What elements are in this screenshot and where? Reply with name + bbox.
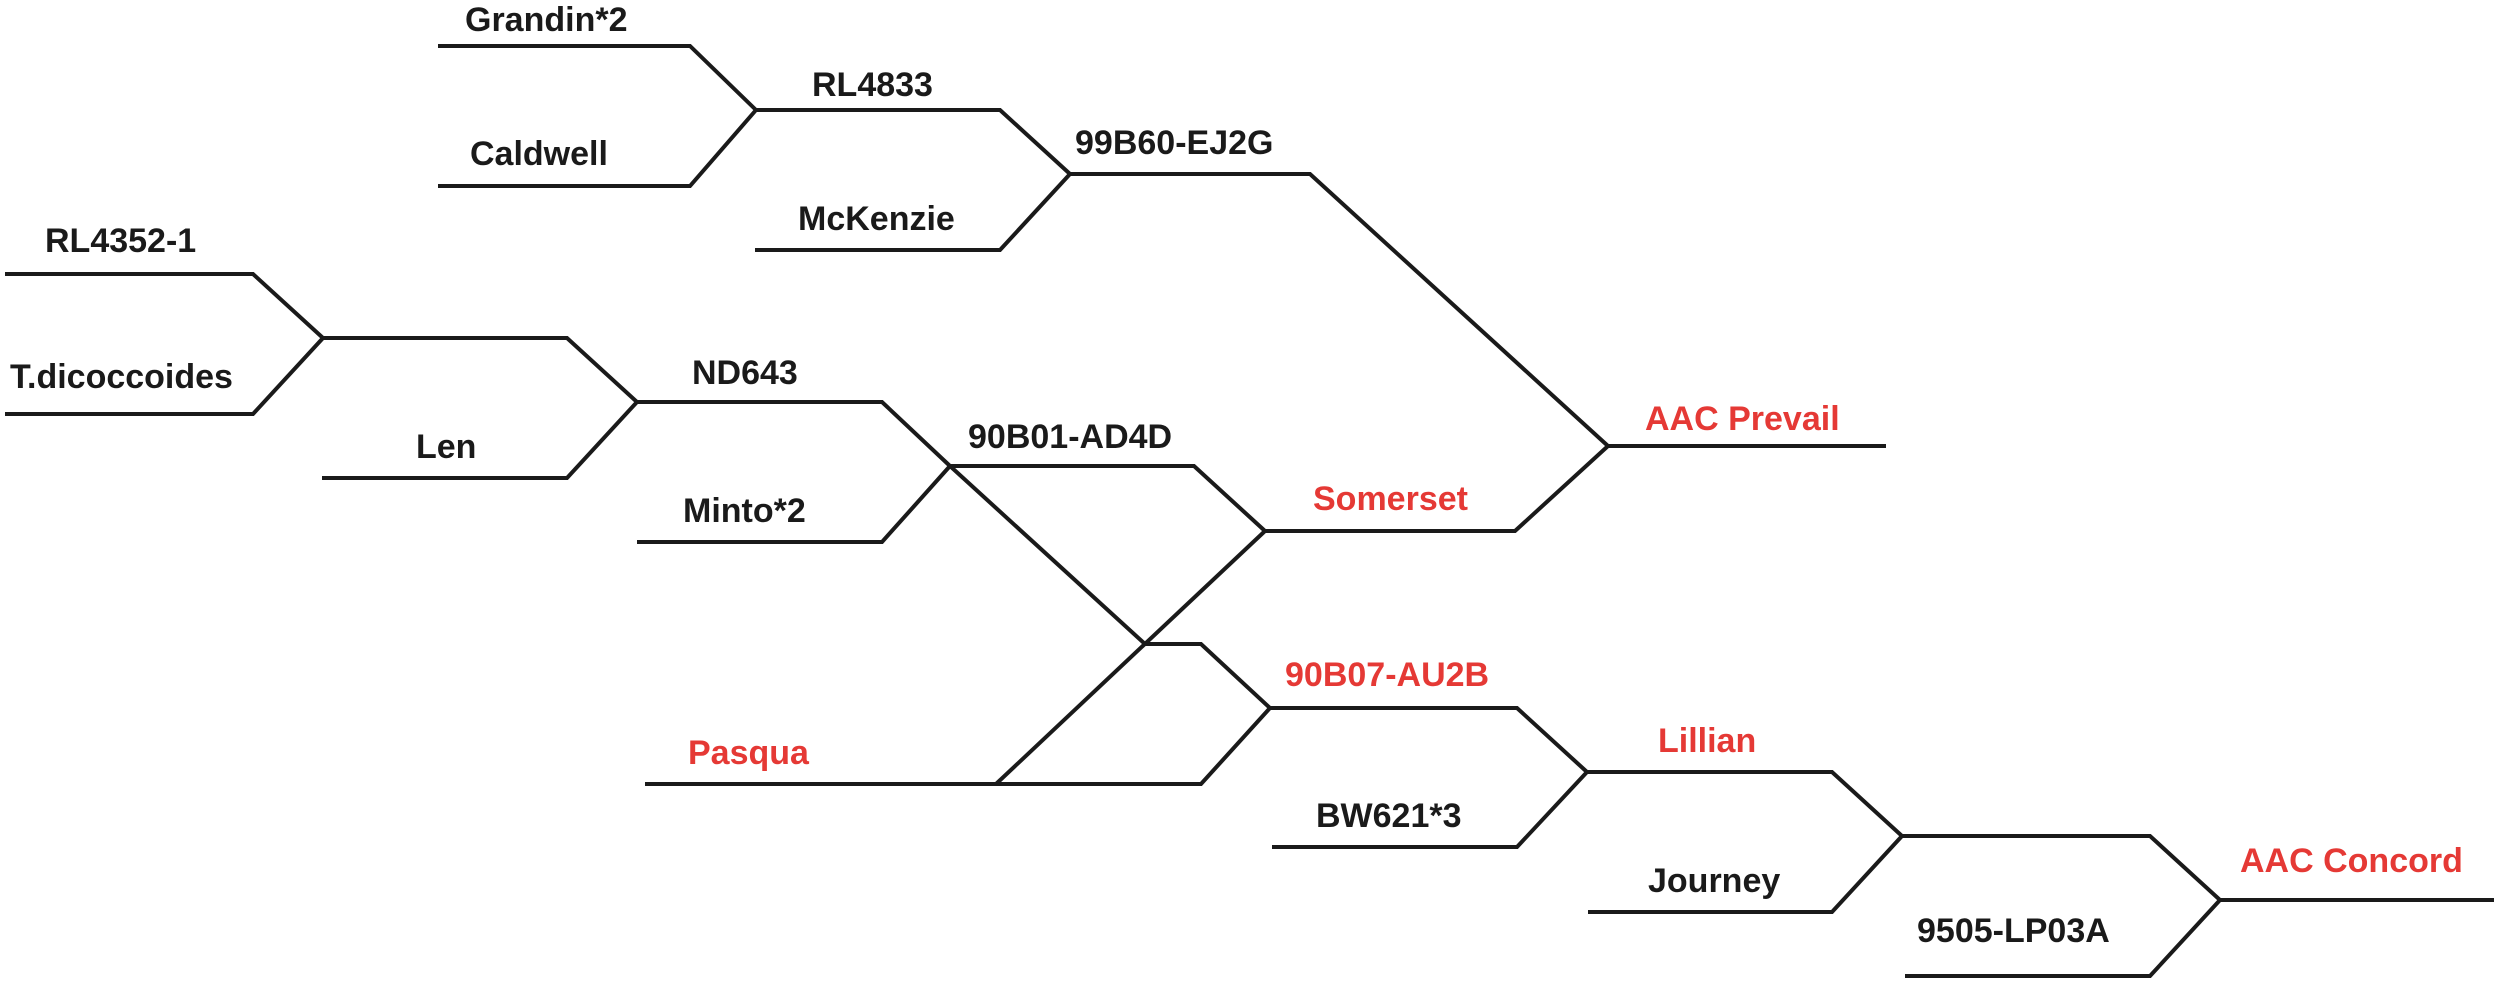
connector-journey bbox=[1588, 834, 1904, 914]
label-rl4352: RL4352-1 bbox=[45, 222, 196, 260]
connector-pasqua bbox=[645, 706, 1272, 786]
connector-99b60 bbox=[1070, 172, 1610, 448]
label-bw621: BW621*3 bbox=[1316, 797, 1462, 835]
label-lillian: Lillian bbox=[1658, 722, 1756, 760]
label-aac-concord: AAC Concord bbox=[2240, 842, 2463, 880]
connector-grandin bbox=[438, 44, 758, 112]
connector-caldwell bbox=[438, 108, 758, 188]
label-len: Len bbox=[416, 428, 476, 466]
label-pasqua: Pasqua bbox=[688, 734, 810, 772]
connector-lillian-cross bbox=[1902, 834, 2222, 902]
connector-minto bbox=[637, 464, 952, 544]
connector-rl4352 bbox=[5, 272, 325, 340]
connector-lillian bbox=[1587, 770, 1904, 838]
label-rl4833: RL4833 bbox=[812, 66, 933, 104]
connector-pasqua-to-somerset bbox=[994, 529, 1267, 786]
label-somerset: Somerset bbox=[1313, 480, 1468, 518]
label-nd643: ND643 bbox=[692, 354, 798, 392]
label-90b07: 90B07-AU2B bbox=[1285, 656, 1489, 694]
label-aac-prevail: AAC Prevail bbox=[1645, 400, 1840, 438]
connector-mckenzie bbox=[755, 172, 1072, 252]
label-mckenzie: McKenzie bbox=[798, 200, 955, 238]
pedigree-connectors bbox=[5, 44, 2494, 978]
connector-len bbox=[322, 400, 639, 480]
connector-90b01 bbox=[950, 464, 1267, 533]
label-minto: Minto*2 bbox=[683, 492, 806, 530]
connector-90b07 bbox=[1270, 706, 1589, 774]
connector-somerset bbox=[1265, 444, 1610, 533]
label-9505: 9505-LP03A bbox=[1917, 912, 2110, 950]
connector-90b01-to-90b07 bbox=[948, 464, 1147, 646]
connector-rl4833 bbox=[756, 108, 1072, 176]
label-grandin: Grandin*2 bbox=[465, 1, 627, 39]
label-90b01: 90B01-AD4D bbox=[968, 418, 1172, 456]
label-99b60: 99B60-EJ2G bbox=[1075, 124, 1273, 162]
connector-tdic-cross bbox=[323, 336, 639, 404]
label-caldwell: Caldwell bbox=[470, 135, 608, 173]
connector-tdicoccoides bbox=[5, 336, 325, 416]
label-tdicoccoides: T.dicoccoides bbox=[10, 358, 233, 396]
label-journey: Journey bbox=[1648, 862, 1780, 900]
connector-nd643 bbox=[637, 400, 952, 468]
connector-bw621 bbox=[1272, 770, 1589, 849]
connector-9505 bbox=[1905, 898, 2222, 978]
connector-somerset-branch bbox=[1145, 642, 1272, 710]
pedigree-labels: Grandin*2 Caldwell RL4833 McKenzie 99B60… bbox=[10, 1, 2463, 950]
